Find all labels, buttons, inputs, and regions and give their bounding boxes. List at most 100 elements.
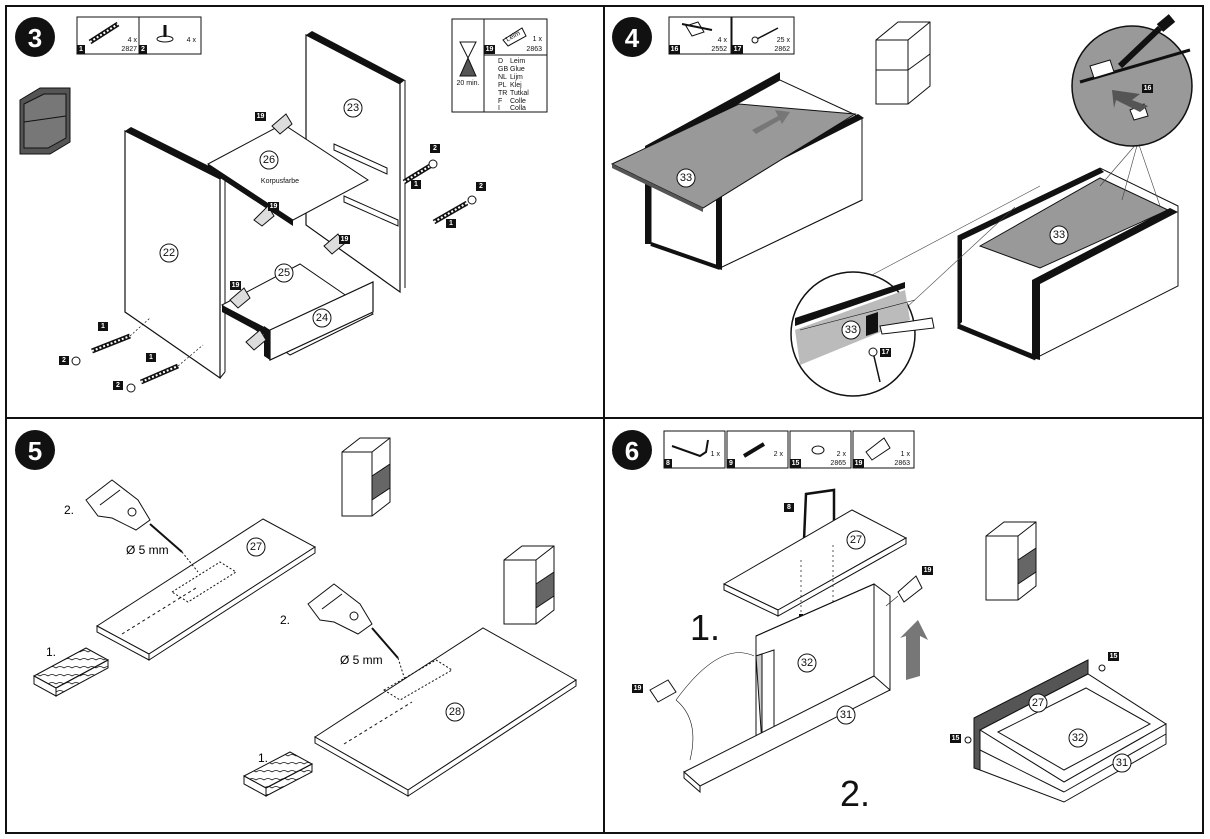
svg-text:33: 33	[845, 324, 857, 336]
screws-right	[402, 159, 477, 225]
handle-part-8	[802, 488, 836, 541]
step-6-parts-box: 8 1 x 9 2 x 15 2 x 2865 19 1 x 2863	[663, 430, 915, 469]
svg-text:16: 16	[671, 46, 679, 53]
svg-text:16: 16	[1144, 85, 1152, 92]
up-arrow	[900, 620, 928, 680]
screw-icon	[742, 442, 766, 458]
glue-bottle-icon	[865, 437, 891, 461]
svg-text:8: 8	[787, 504, 791, 511]
step-4-parts-box: 16 4 x 2552 17 25 x 2862	[668, 16, 795, 55]
svg-text:27: 27	[250, 541, 262, 553]
svg-text:15: 15	[952, 735, 960, 742]
cabinet-thumbnail	[875, 21, 931, 105]
svg-text:1: 1	[449, 220, 453, 227]
panel-label-27: 27	[846, 530, 866, 550]
panel-label-33-b: 33	[1049, 225, 1069, 245]
svg-text:1: 1	[149, 354, 153, 361]
cover-cap-icon	[811, 445, 825, 455]
side-panel-23	[305, 31, 406, 294]
svg-text:23: 23	[347, 102, 359, 114]
step-3-badge: 3	[15, 17, 55, 57]
drill-icon-a	[85, 479, 199, 573]
svg-text:27: 27	[850, 534, 862, 546]
panel-label-26: 26	[259, 150, 279, 170]
svg-text:1 x: 1 x	[901, 451, 911, 458]
panel-label-25: 25	[274, 263, 294, 283]
step-6-badge: 6	[612, 430, 652, 470]
callout-15-b: 15	[950, 734, 961, 743]
svg-text:32: 32	[801, 657, 813, 669]
substep-1-a: 1.	[46, 645, 56, 659]
callout-16: 16	[1142, 84, 1153, 93]
board-27	[96, 518, 316, 661]
callout-2-b: 2	[113, 381, 123, 390]
svg-text:17: 17	[734, 46, 742, 53]
callout-8: 8	[784, 503, 794, 512]
svg-text:25: 25	[278, 267, 290, 279]
svg-text:6: 6	[625, 436, 639, 466]
callout-2-d: 2	[476, 182, 486, 191]
callout-2-a: 2	[59, 356, 69, 365]
svg-text:19: 19	[341, 236, 349, 243]
svg-text:19: 19	[855, 460, 863, 467]
svg-text:27: 27	[1032, 697, 1044, 709]
panel-label-31-a: 31	[836, 705, 856, 725]
svg-text:19: 19	[257, 113, 265, 120]
substep-2-b: 2.	[280, 613, 290, 627]
svg-text:25 x: 25 x	[777, 37, 791, 44]
drill-icon-b	[307, 583, 406, 681]
svg-text:2865: 2865	[830, 460, 846, 467]
callout-17: 17	[880, 348, 891, 357]
panel-label-22: 22	[159, 243, 179, 263]
svg-text:26: 26	[263, 154, 275, 166]
cabinet-thumbnail-a	[341, 437, 391, 517]
glue-bottle-left	[649, 652, 755, 761]
part-2-qty: 4 x	[187, 37, 197, 44]
step-4-badge: 4	[612, 17, 652, 57]
detail-circle-clip	[1071, 14, 1193, 147]
substep-2: 2.	[840, 773, 870, 814]
callout-19-b: 19	[268, 202, 279, 211]
panel-label-27-b: 27	[1028, 693, 1048, 713]
svg-text:Tutkal: Tutkal	[510, 90, 529, 97]
svg-text:PL: PL	[498, 82, 507, 89]
substep-1-b: 1.	[258, 751, 268, 765]
part-2-id: 2	[141, 46, 145, 53]
svg-text:22: 22	[163, 247, 175, 259]
part-1-id: 1	[79, 46, 83, 53]
svg-text:19: 19	[232, 282, 240, 289]
callout-2-c: 2	[430, 144, 440, 153]
svg-text:2552: 2552	[711, 46, 727, 53]
callout-1-a: 1	[98, 322, 108, 331]
step-3-parts-box: 1 4 x 2827 2 4 x	[76, 16, 202, 55]
back-panel-clip-icon	[681, 21, 713, 37]
svg-text:19: 19	[924, 567, 932, 574]
svg-text:F: F	[498, 98, 502, 105]
svg-text:9: 9	[729, 460, 733, 467]
callout-1-b: 1	[146, 353, 156, 362]
svg-text:2 x: 2 x	[837, 451, 847, 458]
panel-label-23: 23	[343, 98, 363, 118]
svg-text:2 x: 2 x	[774, 451, 784, 458]
svg-text:15: 15	[792, 460, 800, 467]
carcass-right	[957, 167, 1179, 361]
glue-part-id: 19	[486, 46, 494, 53]
svg-text:Lijm: Lijm	[510, 74, 523, 81]
callout-15-a: 15	[1108, 652, 1119, 661]
svg-text:NL: NL	[498, 74, 507, 81]
svg-text:17: 17	[882, 349, 890, 356]
step-5-badge: 5	[15, 430, 55, 470]
glue-bottle-icon: Leim	[502, 27, 527, 47]
detail-circle-nailing	[790, 271, 935, 397]
drill-size-a: Ø 5 mm	[126, 543, 169, 557]
step-4-section: 4 16 4 x 2552 17 25 x 2862	[610, 14, 1193, 397]
carcass-color-note: Korpusfarbe	[261, 178, 299, 185]
panel-label-24: 24	[312, 308, 332, 328]
svg-text:I: I	[498, 105, 500, 112]
callout-19-a: 19	[922, 566, 933, 575]
svg-text:2: 2	[116, 382, 120, 389]
hourglass-icon	[459, 41, 477, 77]
zoom-guide-lines	[852, 141, 1161, 347]
